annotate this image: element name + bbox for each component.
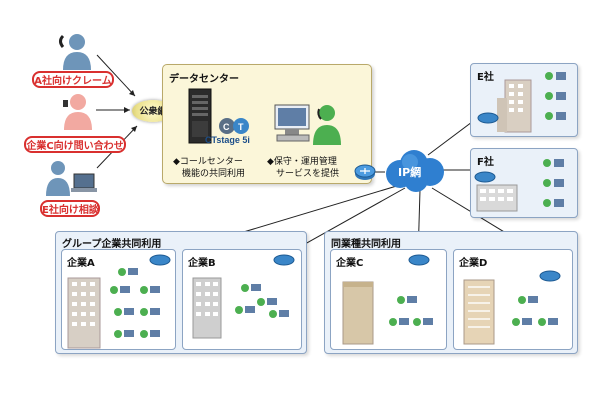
- ctstage-logo-text: CTstage 5i: [205, 135, 250, 145]
- caller-label-e: E社向け相談: [40, 200, 100, 217]
- ip-network-cloud-icon: [386, 150, 444, 192]
- svg-text:T: T: [238, 122, 244, 132]
- company-a-title: 企業A: [67, 258, 95, 269]
- note-maintenance-line2: サービスを提供: [267, 169, 340, 179]
- person-icon: [63, 94, 92, 130]
- company-a-graphics: [67, 254, 171, 349]
- ctstage-logo-icon: C T: [219, 118, 249, 134]
- company-d-graphics: [463, 270, 561, 345]
- company-e-title: E社: [477, 72, 494, 83]
- note-maintenance-line1: ◆保守・運用管理: [267, 157, 337, 167]
- data-center-title: データセンター: [169, 74, 239, 85]
- group-shared-title: グループ企業共同利用: [62, 239, 162, 250]
- public-network-label: 公衆網: [139, 107, 167, 117]
- company-b-graphics: [192, 254, 295, 339]
- group-shared-panel: グループ企業共同利用 企業A 企業B: [55, 231, 307, 354]
- company-f-graphics: [474, 159, 564, 212]
- router-icon: [354, 164, 376, 180]
- company-a-box: 企業A: [61, 249, 176, 350]
- caller-label-c: 企業C向け問い合わせ: [24, 136, 126, 153]
- company-d-box: 企業D: [453, 249, 573, 350]
- data-center-panel: データセンター C T CTstage 5i ◆コールセンター 機能の共同利用 …: [162, 64, 372, 184]
- laptop-user-icon: [46, 161, 97, 196]
- operator-person-icon: [59, 34, 91, 70]
- company-e-graphics: [477, 72, 566, 133]
- ip-network-label: IP網: [398, 166, 422, 179]
- arrow-line-a: [96, 54, 136, 97]
- company-c-box: 企業C: [330, 249, 447, 350]
- company-c-graphics: [342, 254, 433, 345]
- note-callcenter-line1: ◆コールセンター: [173, 157, 243, 167]
- industry-shared-panel: 同業種共同利用 企業C 企業D: [324, 231, 578, 354]
- industry-shared-title: 同業種共同利用: [331, 239, 401, 250]
- company-e-panel: E社: [470, 63, 578, 137]
- server-icon: [188, 88, 212, 144]
- company-f-title: F社: [477, 157, 494, 168]
- monitor-operator-icon: [274, 104, 341, 145]
- company-c-title: 企業C: [336, 258, 364, 269]
- company-b-box: 企業B: [182, 249, 302, 350]
- company-f-panel: F社: [470, 148, 578, 218]
- caller-label-a: A社向けクレーム: [32, 71, 114, 88]
- company-b-title: 企業B: [188, 258, 216, 269]
- note-callcenter-line2: 機能の共同利用: [173, 169, 246, 179]
- company-d-title: 企業D: [459, 258, 488, 269]
- svg-text:C: C: [223, 122, 230, 132]
